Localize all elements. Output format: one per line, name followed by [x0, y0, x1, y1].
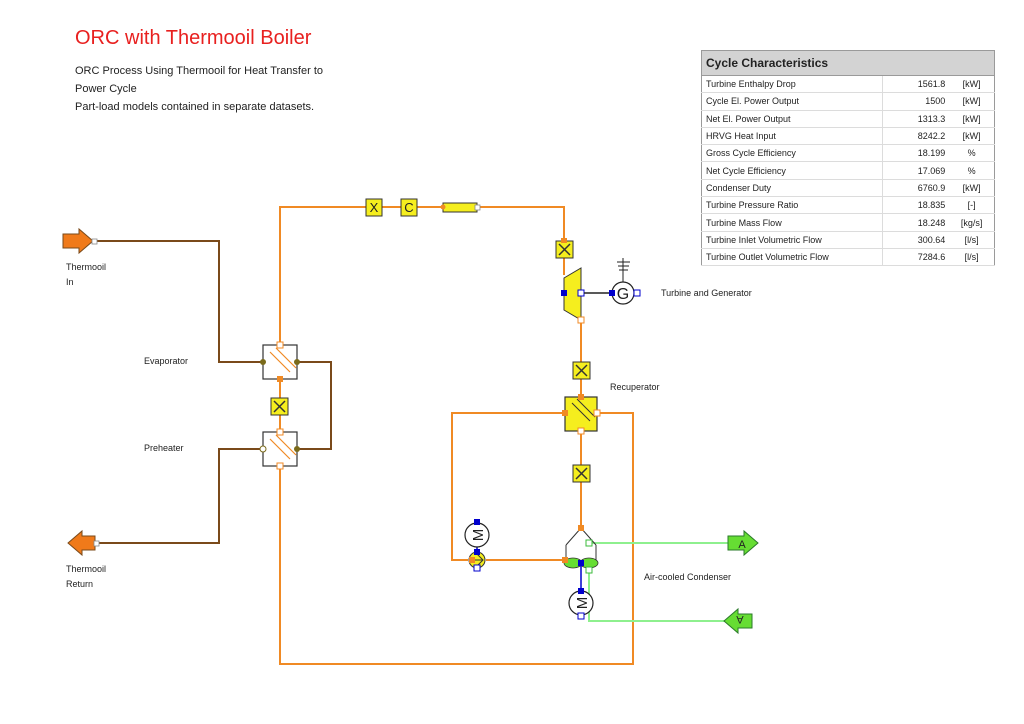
air-outlet-arrow[interactable]: A — [727, 529, 759, 557]
pipe-evaporator-to-top — [279, 206, 366, 345]
row-unit: % — [949, 144, 995, 163]
evaporator-label: Evaporator — [144, 356, 188, 366]
throttle-valve-recuperator-inlet[interactable] — [572, 361, 591, 380]
thermooil-in-label: Thermooil — [66, 262, 106, 272]
air-glyph: A — [736, 613, 744, 625]
row-name: Turbine Outlet Volumetric Flow — [701, 248, 883, 267]
air-cooled-condenser[interactable] — [562, 525, 599, 591]
cycle-characteristics-table: Cycle Characteristics Turbine Enthalpy D… — [701, 50, 995, 267]
air-inlet-arrow[interactable]: A — [723, 607, 753, 635]
pump-motor[interactable]: M — [464, 519, 490, 551]
row-name: Cycle El. Power Output — [701, 92, 883, 111]
pipe-top-to-turbine — [477, 206, 565, 241]
pipe-recuperator-return — [279, 412, 634, 665]
row-value: 7284.6 — [882, 248, 950, 267]
row-value: 8242.2 — [882, 127, 950, 146]
generator-glyph: G — [617, 286, 629, 303]
row-name: HRVG Heat Input — [701, 127, 883, 146]
condenser-label: Air-cooled Condenser — [644, 572, 731, 582]
mixer-top[interactable]: X — [365, 198, 383, 217]
row-name: Turbine Mass Flow — [701, 213, 883, 232]
row-value: 6760.9 — [882, 179, 950, 198]
recuperator-heat-exchanger[interactable] — [562, 394, 601, 435]
turbine[interactable] — [561, 267, 585, 324]
row-name: Condenser Duty — [701, 179, 883, 198]
row-value: 300.64 — [882, 231, 950, 249]
pipe-duct-top[interactable] — [440, 202, 481, 213]
thermooil-return-label: Thermooil — [66, 564, 106, 574]
row-unit: [l/s] — [949, 248, 995, 267]
row-unit: [kW] — [949, 92, 995, 111]
row-value: 18.199 — [882, 144, 950, 163]
row-name: Turbine Pressure Ratio — [701, 196, 883, 215]
description-line: ORC Process Using Thermooil for Heat Tra… — [75, 65, 323, 77]
row-unit: [kW] — [949, 75, 995, 94]
condenser-fan-motor[interactable]: M — [568, 588, 594, 620]
turbine-generator-label: Turbine and Generator — [661, 288, 752, 298]
throttle-valve-turbine-inlet[interactable] — [555, 238, 574, 259]
pipe-thermooil-return — [95, 448, 263, 544]
row-unit: [-] — [949, 196, 995, 215]
feed-pump[interactable] — [468, 549, 486, 572]
row-unit: [l/s] — [949, 231, 995, 249]
row-unit: [kW] — [949, 179, 995, 198]
row-name: Net El. Power Output — [701, 110, 883, 128]
row-value: 17.069 — [882, 161, 950, 180]
pipe-thermooil-in — [95, 240, 263, 363]
page-title: ORC with Thermooil Boiler — [75, 27, 312, 49]
air-glyph: A — [738, 539, 746, 551]
throttle-valve-condenser-inlet[interactable] — [572, 464, 591, 483]
row-name: Turbine Enthalpy Drop — [701, 75, 883, 94]
thermooil-in-arrow[interactable] — [62, 227, 98, 255]
row-unit: [kW] — [949, 127, 995, 146]
row-value: 18.248 — [882, 213, 950, 232]
pipe-evap-to-preheater-oil — [297, 361, 332, 450]
controller-top[interactable]: C — [400, 198, 418, 217]
generator[interactable]: G — [609, 258, 641, 305]
row-name: Net Cycle Efficiency — [701, 161, 883, 180]
row-unit: [kg/s] — [949, 213, 995, 232]
row-value: 18.835 — [882, 196, 950, 215]
row-unit: % — [949, 161, 995, 180]
pipe-air-in — [588, 570, 725, 622]
description: ORC Process Using Thermooil for Heat Tra… — [75, 62, 375, 116]
row-name: Gross Cycle Efficiency — [701, 144, 883, 163]
evaporator-heat-exchanger[interactable] — [260, 341, 300, 382]
pipe-pump-to-recuperator — [451, 412, 565, 561]
preheater-label: Preheater — [144, 443, 184, 453]
recuperator-label: Recuperator — [610, 382, 660, 392]
description-line: Part-load models contained in separate d… — [75, 101, 315, 113]
table-header: Cycle Characteristics — [701, 50, 995, 76]
motor-glyph: M — [470, 529, 487, 542]
motor-glyph: M — [574, 597, 591, 610]
preheater-heat-exchanger[interactable] — [259, 428, 300, 470]
thermooil-in-label: In — [66, 277, 74, 287]
row-value: 1561.8 — [882, 75, 950, 94]
grid-antenna-icon — [617, 258, 630, 282]
thermooil-return-label: Return — [66, 579, 93, 589]
row-value: 1500 — [882, 92, 950, 111]
row-name: Turbine Inlet Volumetric Flow — [701, 231, 883, 249]
thermooil-return-arrow[interactable] — [67, 529, 100, 557]
controller-glyph: C — [404, 200, 413, 215]
row-unit: [kW] — [949, 110, 995, 128]
row-value: 1313.3 — [882, 110, 950, 128]
description-line: Power Cycle — [75, 83, 137, 95]
mixer-glyph: X — [370, 200, 379, 215]
throttle-valve-preheater[interactable] — [270, 397, 289, 416]
